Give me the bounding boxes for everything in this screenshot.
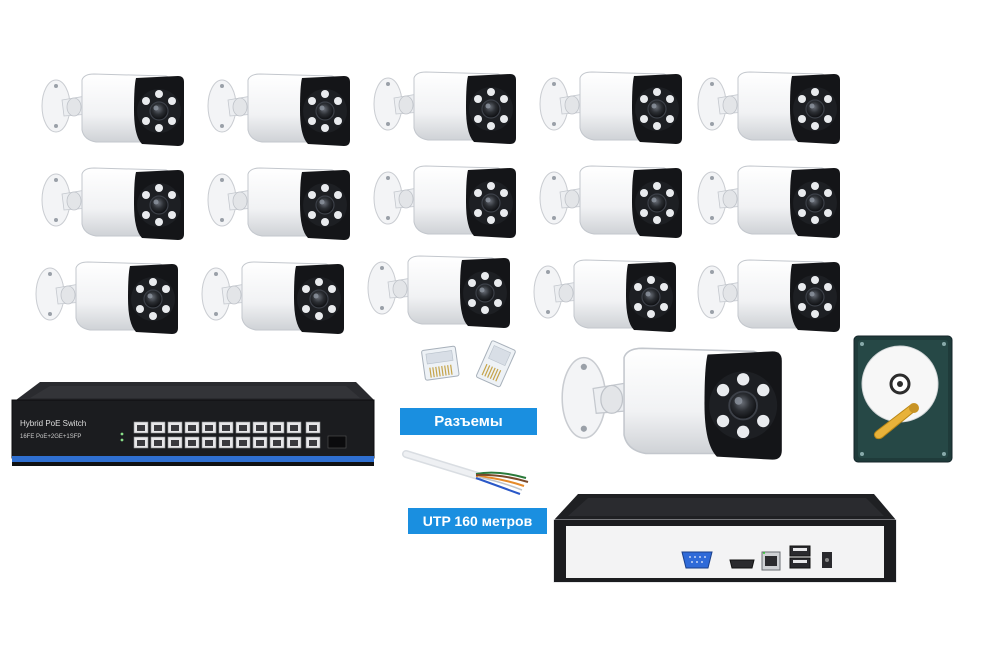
bullet-camera-icon (38, 70, 188, 150)
bullet-camera-icon (32, 258, 182, 338)
bullet-camera-icon (536, 68, 686, 148)
bullet-camera-icon (204, 164, 354, 244)
bullet-camera-icon (694, 256, 844, 336)
bullet-camera-icon (370, 162, 520, 242)
bullet-camera-icon (370, 68, 520, 148)
cable-label: UTP 160 метров (408, 508, 547, 534)
hard-drive-icon (852, 334, 954, 464)
switch-spec: 16FE PoE+2GE+1SFP (20, 434, 81, 440)
bullet-camera-icon (530, 256, 680, 336)
poe-switch-icon: Hybrid PoE Switch 16FE PoE+2GE+1SFP (10, 378, 376, 470)
nvr-recorder-icon (548, 492, 900, 612)
connectors-label: Разъемы (400, 408, 537, 435)
rj45-connector-icon (414, 338, 524, 394)
bullet-camera-icon (204, 70, 354, 150)
bullet-camera-icon (198, 258, 348, 338)
bullet-camera-icon (556, 342, 788, 466)
bullet-camera-icon (694, 162, 844, 242)
utp-cable-icon (402, 448, 532, 500)
bullet-camera-icon (694, 68, 844, 148)
bullet-camera-icon (364, 252, 514, 332)
switch-title: Hybrid PoE Switch (20, 419, 86, 428)
bullet-camera-icon (38, 164, 188, 244)
bullet-camera-icon (536, 162, 686, 242)
